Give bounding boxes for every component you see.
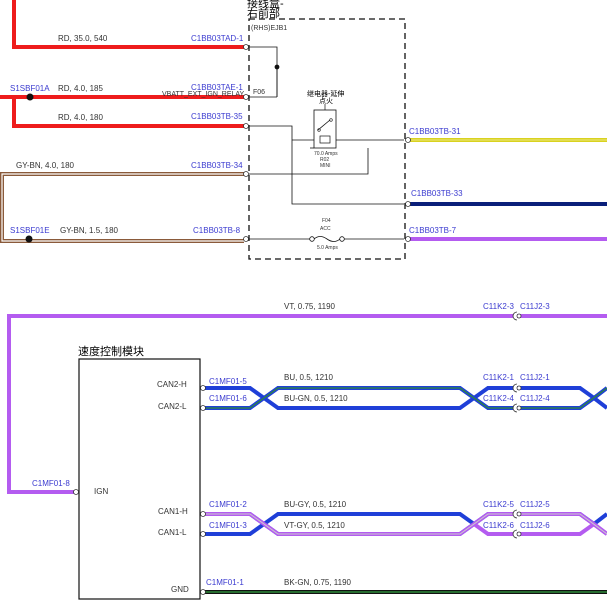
connector-c1mf01-2: C1MF01-2: [209, 500, 247, 509]
connector-c11k2-3: C11K2-3: [483, 302, 515, 311]
fuse-f04-name: ACC: [320, 226, 331, 232]
connector-c11j2-3: C11J2-3: [520, 302, 550, 311]
wire-gy-bn: [0, 172, 244, 243]
wire-rd-4-loop: [0, 93, 244, 128]
connector-c1bb03tad-1: C1BB03TAD-1: [191, 34, 244, 43]
connector-c11j2-6: C11J2-6: [520, 521, 550, 530]
connector-c11k2-4: C11K2-4: [483, 394, 515, 403]
splice-s1sbf01a: S1SBF01A: [10, 84, 50, 93]
relay-r02: [313, 104, 337, 149]
connector-c1mf01-1: C1MF01-1: [206, 578, 244, 587]
wire-label-bk-gn: BK-GN, 0.75, 1190: [284, 578, 352, 587]
relay-title-2: 点火: [319, 97, 333, 105]
module-pin-terminals: [73, 385, 206, 595]
junction-box: [248, 18, 406, 260]
connector-c11j2-4: C11J2-4: [520, 394, 550, 403]
wire-label-rd-4-180: RD, 4.0, 180: [58, 113, 103, 122]
connector-c1bb03tb-31: C1BB03TB-31: [409, 127, 461, 136]
pin-gnd: GND: [171, 585, 189, 594]
connector-c1bb03tae-1: C1BB03TAE-1: [191, 83, 243, 92]
connector-c1bb03tb-7: C1BB03TB-7: [409, 226, 457, 235]
junction-box-ref: (RHS)EJB1: [251, 25, 287, 32]
splice-s1sbf01e: S1SBF01E: [10, 226, 50, 235]
pin-can2-l: CAN2-L: [158, 402, 187, 411]
wire-label-bu-gy: BU-GY, 0.5, 1210: [284, 500, 347, 509]
wire-can1-pair: [204, 512, 607, 536]
relay-amps: 70.0 Amps: [314, 151, 338, 157]
connector-c11k2-1: C11K2-1: [483, 373, 515, 382]
fuse-f04-id: F04: [322, 218, 331, 224]
connector-c1bb03tb-34: C1BB03TB-34: [191, 161, 243, 170]
wire-rd-35: [12, 0, 244, 49]
wire-label-bu-gn: BU-GN, 0.5, 1210: [284, 394, 348, 403]
wire-label-gy-bn-4: GY-BN, 4.0, 180: [16, 161, 75, 170]
module-title: 速度控制模块: [78, 344, 144, 358]
connector-c11j2-5: C11J2-5: [520, 500, 550, 509]
connector-c11k2-5: C11K2-5: [483, 500, 515, 509]
junction-box-title-1: 接线盒-: [247, 0, 284, 10]
fuse-f06-label: F06: [253, 89, 265, 96]
junction-internal-wiring: [249, 46, 404, 240]
speed-control-module: [78, 358, 201, 600]
relay-id: R02: [320, 157, 329, 163]
connector-c1bb03tb-33: C1BB03TB-33: [411, 189, 463, 198]
connector-c1mf01-5: C1MF01-5: [209, 377, 247, 386]
wire-label-rd-35: RD, 35.0, 540: [58, 34, 108, 43]
connector-c11k2-6: C11K2-6: [483, 521, 515, 530]
relay-size: MINI: [320, 163, 331, 169]
wire-label-rd-4-185: RD, 4.0, 185: [58, 84, 103, 93]
connector-c1mf01-6: C1MF01-6: [209, 394, 247, 403]
pin-ign: IGN: [94, 487, 108, 496]
wire-label-vt-gy: VT-GY, 0.5, 1210: [284, 521, 345, 530]
junction-output-terminals: [405, 137, 411, 242]
connector-c1bb03tb-8: C1BB03TB-8: [193, 226, 241, 235]
pin-can1-l: CAN1-L: [158, 528, 187, 537]
fuse-f04-amps: 5.0 Amps: [317, 245, 338, 251]
fuse-f04: [309, 236, 345, 242]
pin-can2-h: CAN2-H: [157, 380, 187, 389]
connector-c1bb03tb-35: C1BB03TB-35: [191, 112, 243, 121]
wire-can2-pair: [204, 386, 607, 410]
wire-label-bu: BU, 0.5, 1210: [284, 373, 333, 382]
wire-label-vt: VT, 0.75, 1190: [284, 302, 336, 311]
relay-title-1: 继电器-延伸: [307, 89, 344, 98]
connector-c1mf01-3: C1MF01-3: [209, 521, 247, 530]
wire-vt-ign: [7, 314, 607, 494]
inline-connectors: [512, 311, 522, 539]
pin-can1-h: CAN1-H: [158, 507, 188, 516]
junction-box-title-2: 右前部: [247, 6, 280, 20]
signal-vbatt-ext-ign-relay: VBATT_EXT_IGN_RELAY: [162, 91, 245, 98]
connector-c1mf01-8: C1MF01-8: [32, 479, 70, 488]
junction-input-terminals: [243, 44, 249, 242]
wire-label-gy-bn-1-5: GY-BN, 1.5, 180: [60, 226, 119, 235]
connector-c11j2-1: C11J2-1: [520, 373, 550, 382]
